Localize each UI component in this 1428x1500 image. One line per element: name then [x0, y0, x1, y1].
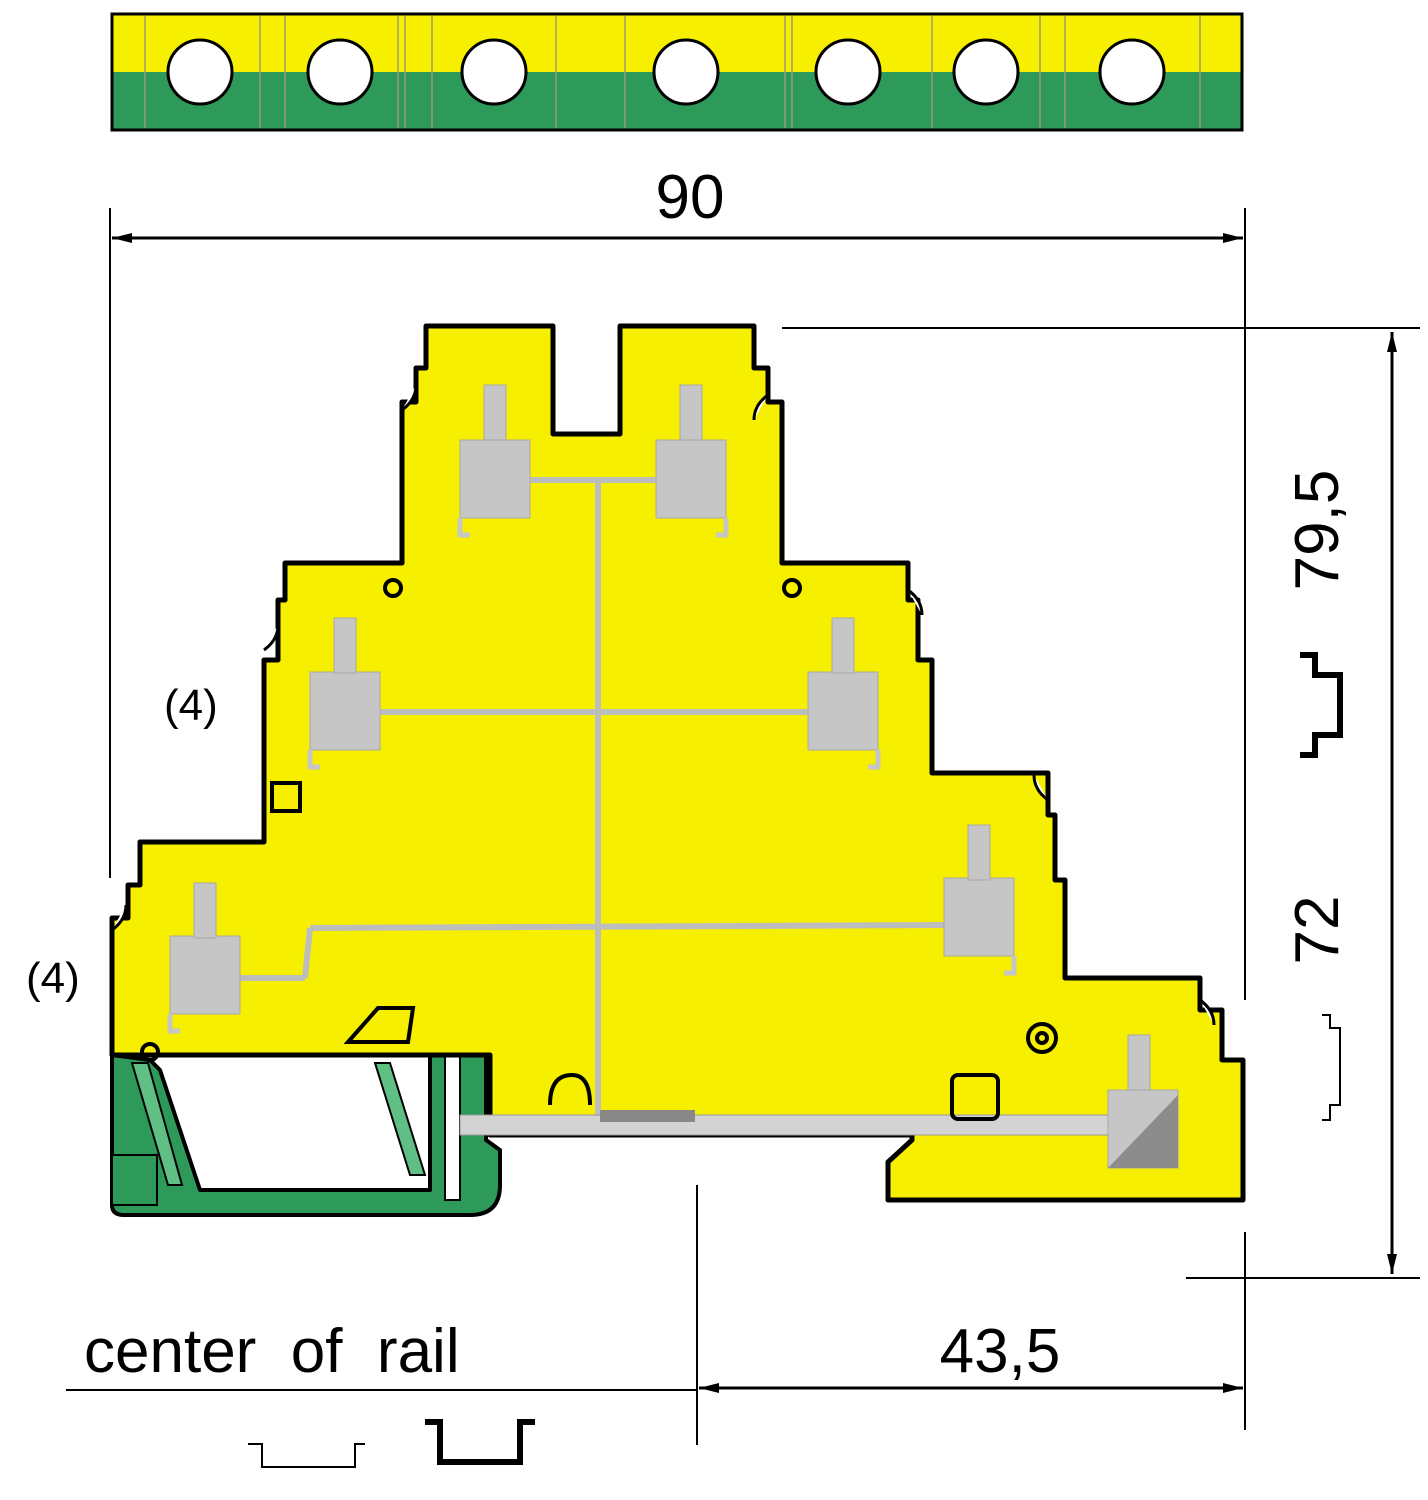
- terminal-block-side-view: (4) (4): [26, 323, 1246, 1217]
- screw-hole-icon: [306, 38, 374, 106]
- lower-terminal-note: (4): [26, 954, 80, 1003]
- screw-hole-icon: [652, 38, 720, 106]
- height-dimension: 79,5 72: [782, 327, 1420, 1430]
- top-hat-rail-icon: [1300, 652, 1343, 758]
- g-rail-icon: [1322, 1014, 1341, 1121]
- test-socket-icon: [383, 578, 403, 598]
- top-hat-rail-icon: [425, 1419, 535, 1465]
- screw-hole-icon: [814, 38, 882, 106]
- clamp-icon: [167, 882, 241, 1034]
- screw-head-icon: [1026, 1022, 1058, 1054]
- test-socket-icon: [782, 578, 802, 598]
- screw-hole-icon: [460, 38, 528, 106]
- clamp-icon: [655, 384, 729, 538]
- marker-slot: [950, 1073, 1000, 1121]
- screw-hole-icon: [166, 38, 234, 106]
- clamp-icon: [307, 617, 381, 770]
- top-view-strip: [110, 12, 1244, 132]
- dimension-height-g-rail-label: 72: [1283, 896, 1352, 965]
- rail-center-dimension: center of rail 43,5: [66, 1185, 1243, 1468]
- clamp-icon: [943, 824, 1017, 976]
- dimension-height-top-hat-label: 79,5: [1283, 470, 1352, 591]
- release-lever: [343, 1006, 416, 1044]
- terminal-body: [109, 323, 1246, 1203]
- dimension-width-label: 90: [656, 163, 725, 232]
- marker-slot: [270, 781, 302, 813]
- width-dimension: 90: [109, 163, 1246, 1000]
- center-of-rail-label: center of rail: [84, 1317, 460, 1386]
- upper-terminal-note: (4): [164, 681, 218, 730]
- g-rail-icon: [248, 1443, 365, 1468]
- clamp-icon: [807, 617, 881, 770]
- screw-hole-icon: [952, 38, 1020, 106]
- dimension-rail-offset-label: 43,5: [940, 1317, 1061, 1386]
- clamp-icon: [457, 384, 531, 538]
- test-socket-icon: [140, 1042, 160, 1062]
- screw-hole-icon: [1098, 38, 1166, 106]
